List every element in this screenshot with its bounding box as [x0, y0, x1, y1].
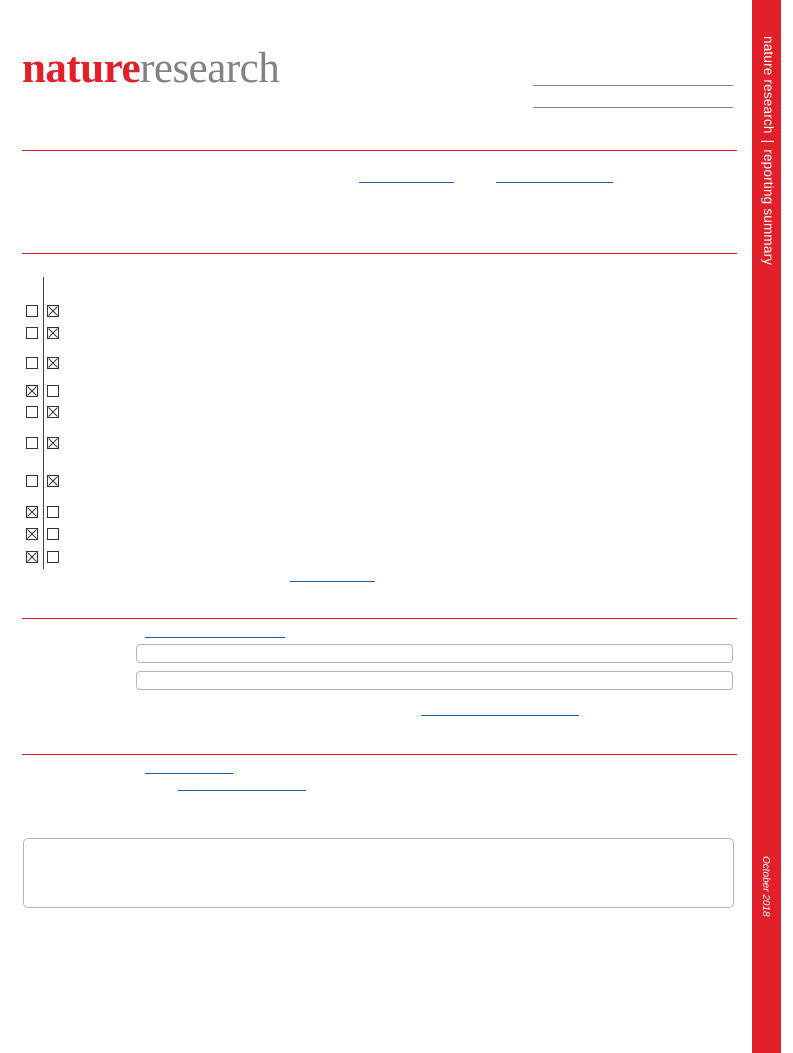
- nature-research-logo: natureresearch: [22, 44, 280, 94]
- checkbox-column-divider: [43, 277, 44, 569]
- na-checkbox-5[interactable]: [47, 406, 59, 418]
- last-updated-line: [533, 107, 733, 108]
- data-statement-link[interactable]: [178, 790, 306, 791]
- na-checkbox-9[interactable]: [47, 528, 59, 540]
- software-policy-link[interactable]: [145, 637, 285, 638]
- na-checkbox-10[interactable]: [47, 551, 59, 563]
- intro-link[interactable]: [496, 182, 613, 183]
- na-checkbox-7[interactable]: [47, 475, 59, 487]
- logo-research: research: [140, 45, 280, 92]
- yes-checkbox-9[interactable]: [26, 528, 38, 540]
- section-rule: [22, 618, 737, 619]
- sidebar-band: [752, 0, 781, 1053]
- sidebar-brand: nature research: [761, 36, 776, 134]
- yes-checkbox-3[interactable]: [26, 357, 38, 369]
- data-analysis-field[interactable]: [136, 671, 733, 690]
- section-rule: [22, 754, 737, 755]
- yes-checkbox-5[interactable]: [26, 406, 38, 418]
- sidebar-separator: |: [761, 139, 776, 144]
- software-guidance-link[interactable]: [421, 715, 579, 716]
- section-rule: [22, 253, 737, 254]
- yes-checkbox-1[interactable]: [26, 305, 38, 317]
- logo-nature: nature: [22, 45, 141, 92]
- na-checkbox-2[interactable]: [47, 327, 59, 339]
- yes-checkbox-8[interactable]: [26, 506, 38, 518]
- yes-checkbox-7[interactable]: [26, 475, 38, 487]
- intro-link[interactable]: [359, 182, 454, 183]
- data-collection-field[interactable]: [136, 644, 733, 663]
- na-checkbox-6[interactable]: [47, 437, 59, 449]
- data-policy-link[interactable]: [145, 773, 233, 774]
- corresponding-author-line: [533, 85, 733, 86]
- section-rule: [22, 150, 737, 151]
- sidebar-date: October 2018: [760, 856, 771, 917]
- data-statement-box[interactable]: [23, 838, 734, 908]
- yes-checkbox-6[interactable]: [26, 437, 38, 449]
- yes-checkbox-4[interactable]: [26, 385, 38, 397]
- na-checkbox-3[interactable]: [47, 357, 59, 369]
- statistics-link[interactable]: [290, 581, 375, 582]
- yes-checkbox-2[interactable]: [26, 327, 38, 339]
- sidebar-title: nature research | reporting summary: [761, 36, 776, 265]
- na-checkbox-4[interactable]: [47, 385, 59, 397]
- yes-checkbox-10[interactable]: [26, 551, 38, 563]
- na-checkbox-8[interactable]: [47, 506, 59, 518]
- sidebar-doc-type: reporting summary: [761, 149, 776, 266]
- na-checkbox-1[interactable]: [47, 305, 59, 317]
